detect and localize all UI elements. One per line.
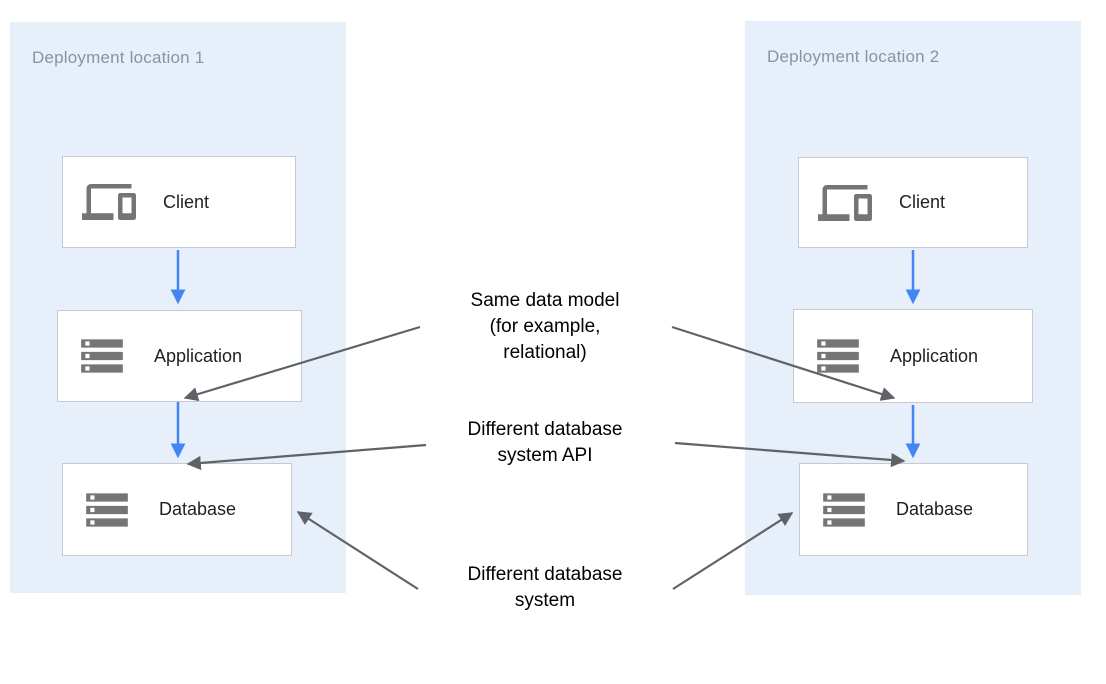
annotation-line: system (514, 590, 576, 611)
annotation-line: system API (497, 445, 593, 466)
annotation-different-db-api: Different database system API (414, 417, 676, 469)
application-box-2-label: Application (890, 345, 979, 366)
annotation-line: Same data model (470, 290, 620, 311)
panel-1-title: Deployment location 1 (32, 48, 205, 67)
client-box-2: Client (798, 157, 1028, 248)
application-box-1: Application (57, 310, 302, 402)
application-box-2: Application (793, 309, 1033, 403)
database-box-1-label: Database (159, 499, 237, 519)
storage-icon (823, 492, 865, 527)
annotation-different-db-system: Different database system (414, 562, 676, 614)
client-box-2-label: Client (899, 192, 946, 212)
panel-2-title: Deployment location 2 (767, 47, 940, 66)
storage-icon (81, 339, 123, 373)
annotation-line: Different database (467, 564, 623, 585)
annotation-line: relational) (503, 342, 587, 363)
database-box-2: Database (799, 463, 1028, 556)
devices-icon (82, 184, 136, 220)
annotation-line: (for example, (489, 316, 601, 337)
application-box-1-label: Application (154, 345, 243, 366)
database-box-2-label: Database (896, 499, 974, 519)
annotation-same-data-model: Same data model (for example, relational… (414, 288, 676, 366)
storage-icon (86, 492, 128, 527)
annotation-line: Different database (467, 419, 623, 440)
devices-icon (818, 184, 872, 221)
client-box-1: Client (62, 156, 296, 248)
storage-icon (817, 339, 859, 373)
client-box-1-label: Client (163, 191, 210, 212)
deployment-panel-1: Deployment location 1 Client Application… (10, 22, 346, 593)
database-box-1: Database (62, 463, 292, 556)
deployment-panel-2: Deployment location 2 Client Application… (745, 21, 1081, 595)
